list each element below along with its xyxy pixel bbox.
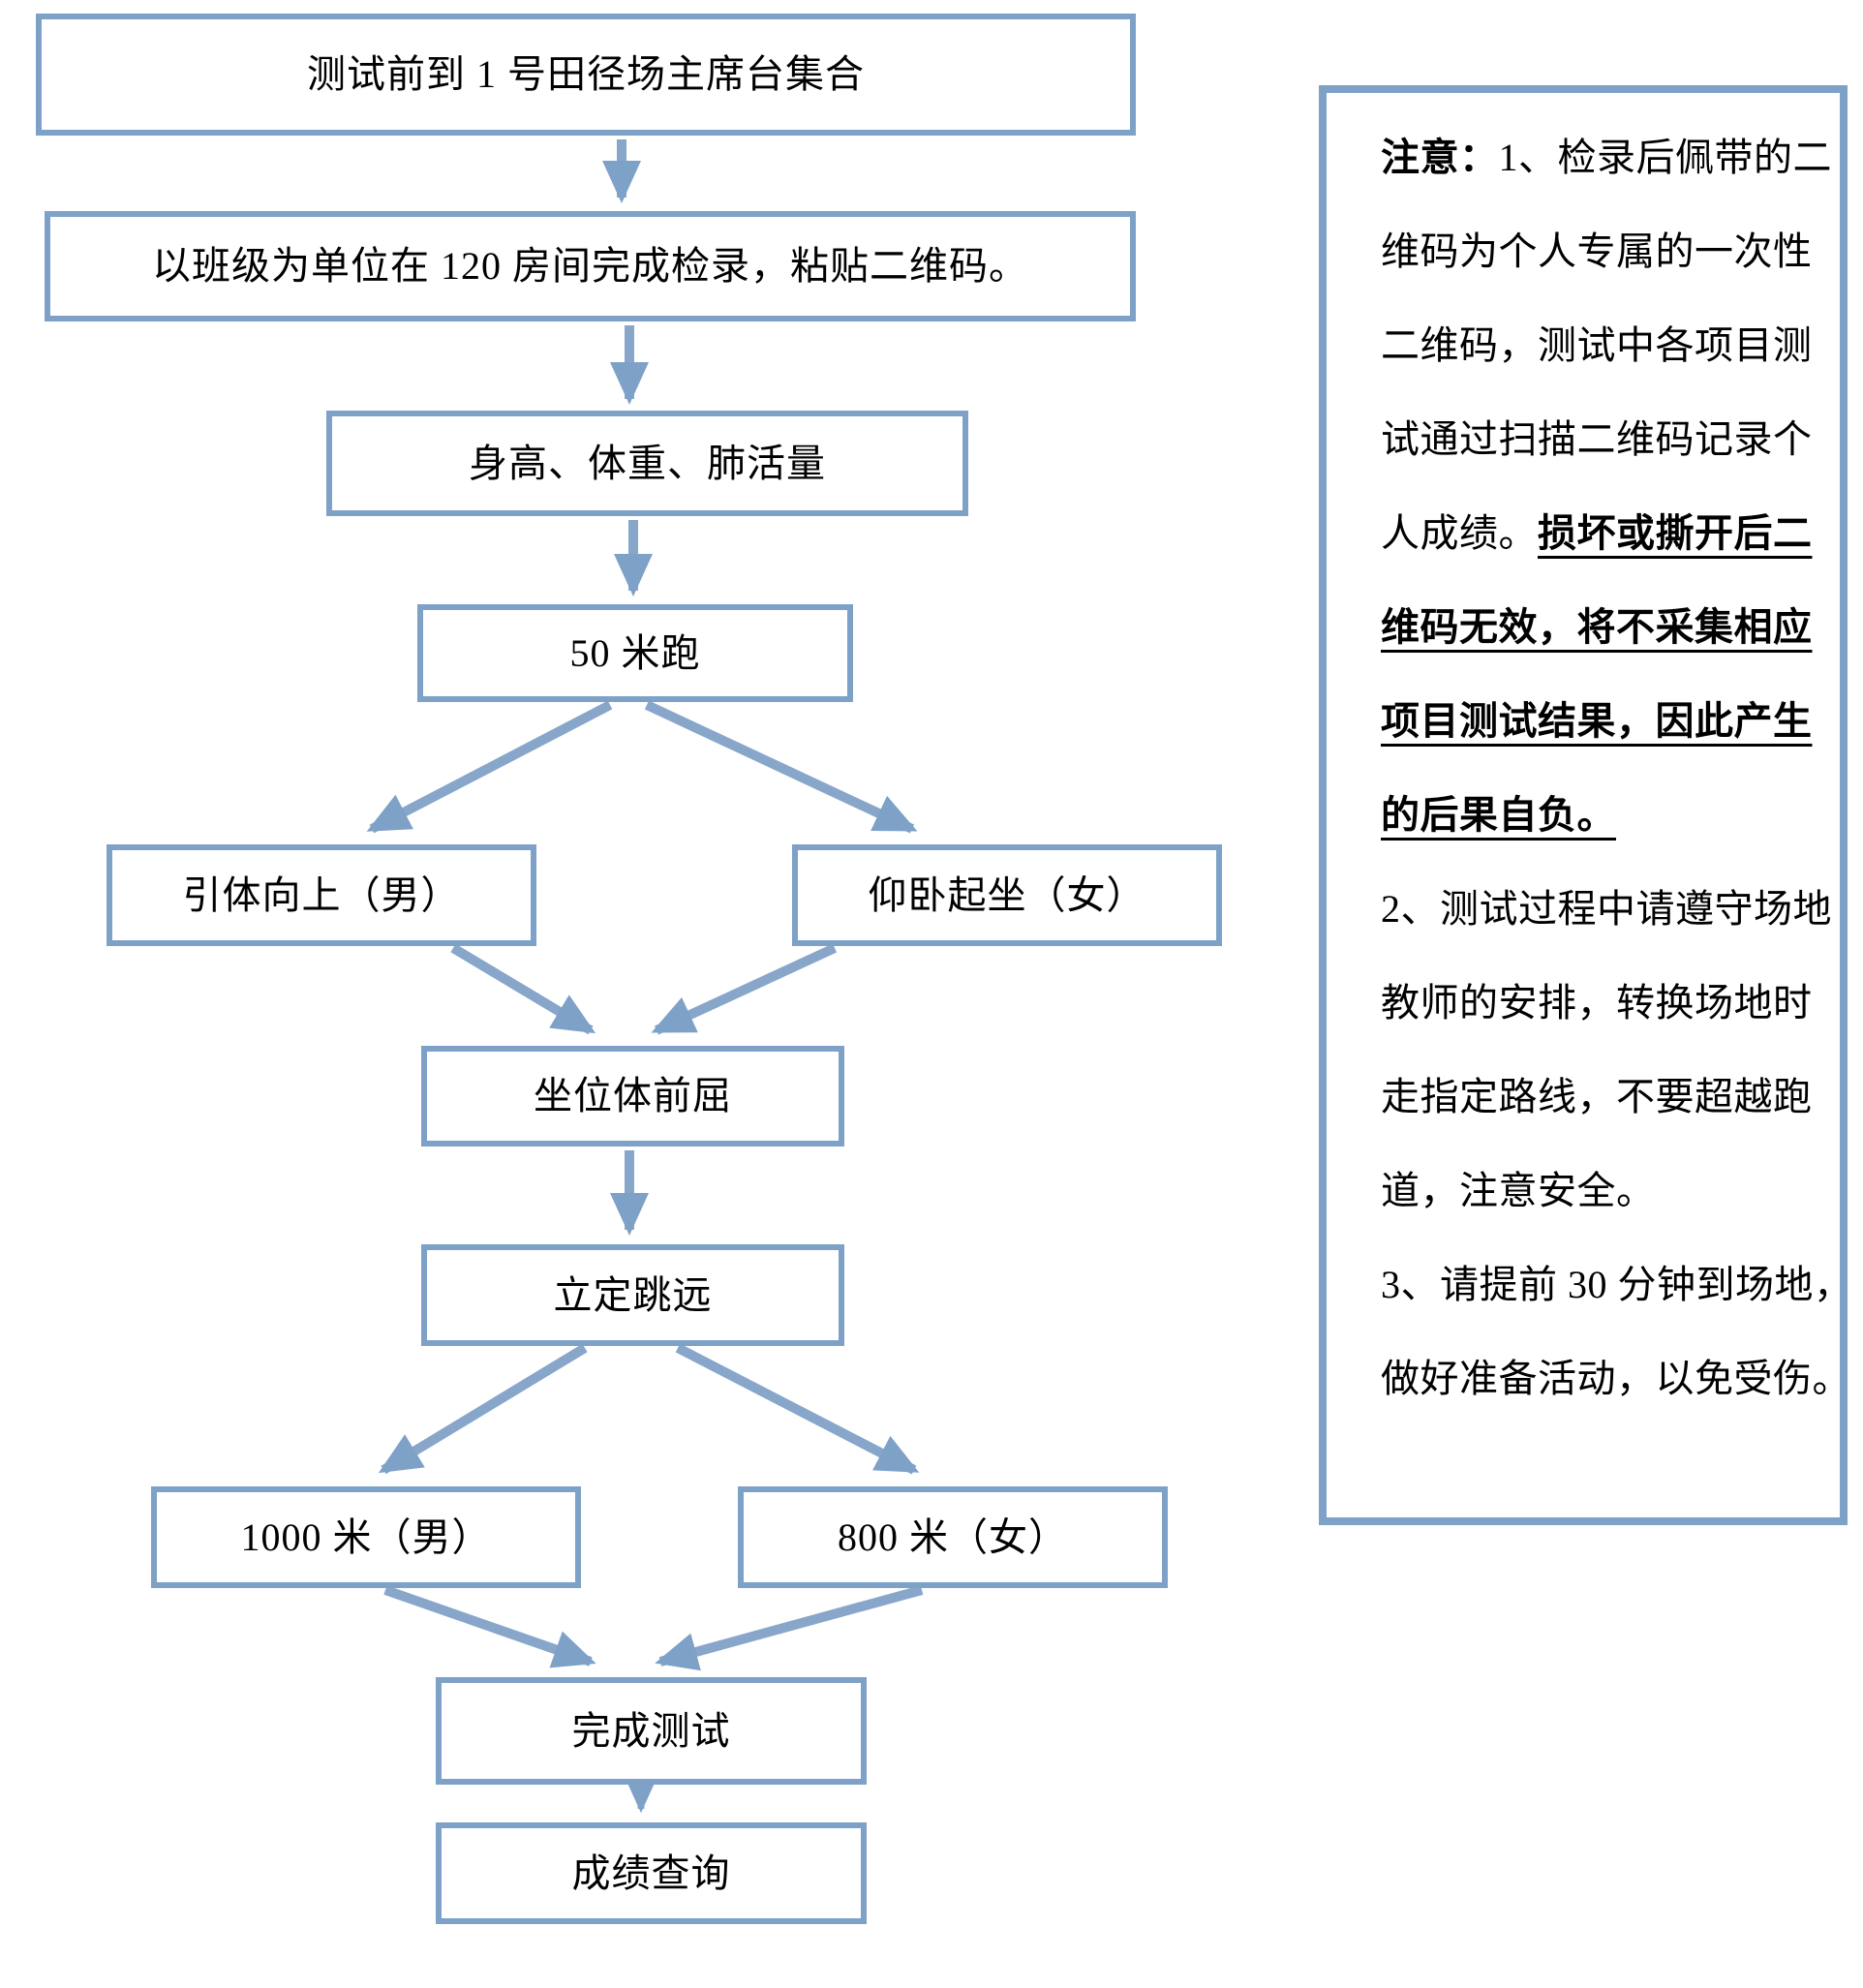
note-line: 2、测试过程中请遵守场地 <box>1381 862 1832 956</box>
flow-node-label: 引体向上（男） <box>182 872 461 917</box>
note-segment: 3、请提前 30 分钟到场地， <box>1381 1263 1853 1306</box>
note-line: 维码无效，将不采集相应 <box>1381 580 1822 674</box>
note-segment: 2、测试过程中请遵守场地 <box>1381 887 1832 931</box>
flow-node-label: 测试前到 1 号田径场主席台集合 <box>307 52 865 96</box>
note-line: 做好准备活动，以免受伤。 <box>1381 1331 1851 1425</box>
note-segment: 注意： <box>1381 136 1499 179</box>
flow-node-assemble: 测试前到 1 号田径场主席台集合 <box>36 14 1136 136</box>
note-segment: 试通过扫描二维码记录个 <box>1381 417 1813 461</box>
notes-panel: 注意：1、检录后佩带的二维码为个人专属的一次性二维码，测试中各项目测试通过扫描二… <box>1319 85 1852 1525</box>
flow-node-label: 完成测试 <box>571 1708 731 1753</box>
note-segment: 1、检录后佩带的二 <box>1498 136 1832 179</box>
note-line: 维码为个人专属的一次性 <box>1381 204 1822 298</box>
flow-node-checkin: 以班级为单位在 120 房间完成检录，粘贴二维码。 <box>45 211 1136 321</box>
note-segment: 走指定路线，不要超越跑 <box>1381 1075 1813 1118</box>
flow-node-label: 坐位体前屈 <box>534 1074 732 1117</box>
note-line: 走指定路线，不要超越跑 <box>1381 1050 1822 1144</box>
flow-node-body-test: 身高、体重、肺活量 <box>326 411 968 516</box>
flow-node-situp: 仰卧起坐（女） <box>792 844 1222 946</box>
flow-node-score: 成绩查询 <box>436 1822 867 1924</box>
note-segment: 做好准备活动，以免受伤。 <box>1381 1357 1851 1400</box>
flow-node-sitreach: 坐位体前屈 <box>421 1046 844 1147</box>
flow-node-pullup: 引体向上（男） <box>107 844 536 946</box>
flow-node-label: 800 米（女） <box>838 1514 1068 1559</box>
flow-node-run1000: 1000 米（男） <box>151 1486 581 1588</box>
flow-node-label: 成绩查询 <box>571 1850 731 1895</box>
note-line: 道，注意安全。 <box>1381 1144 1822 1238</box>
flow-node-finish: 完成测试 <box>436 1677 867 1785</box>
note-segment: 人成绩。 <box>1381 511 1538 555</box>
note-segment: 教师的安排，转换场地时 <box>1381 981 1813 1025</box>
note-line: 二维码，测试中各项目测 <box>1381 298 1822 392</box>
note-line: 试通过扫描二维码记录个 <box>1381 392 1822 486</box>
flow-node-label: 1000 米（男） <box>240 1514 492 1559</box>
flow-node-label: 仰卧起坐（女） <box>868 872 1146 917</box>
note-segment: 维码为个人专属的一次性 <box>1381 229 1813 273</box>
note-line: 人成绩。损坏或撕开后二 <box>1381 486 1822 580</box>
flow-node-run50: 50 米跑 <box>417 604 853 702</box>
note-segment: 损坏或撕开后二 <box>1538 511 1813 555</box>
note-segment: 维码无效，将不采集相应 <box>1381 605 1813 649</box>
note-segment: 道，注意安全。 <box>1381 1169 1656 1212</box>
flow-node-label: 50 米跑 <box>569 630 701 675</box>
flow-node-label: 以班级为单位在 120 房间完成检录，粘贴二维码。 <box>152 244 1028 288</box>
notes-text: 注意：1、检录后佩带的二维码为个人专属的一次性二维码，测试中各项目测试通过扫描二… <box>1381 110 1852 1425</box>
note-line: 教师的安排，转换场地时 <box>1381 956 1822 1050</box>
flow-node-longjump: 立定跳远 <box>421 1244 844 1346</box>
note-line: 项目测试结果，因此产生 <box>1381 674 1822 768</box>
flow-node-label: 身高、体重、肺活量 <box>469 441 826 485</box>
note-line: 注意：1、检录后佩带的二 <box>1381 110 1832 204</box>
note-segment: 项目测试结果，因此产生 <box>1381 699 1813 743</box>
note-segment: 二维码，测试中各项目测 <box>1381 323 1813 367</box>
note-line: 3、请提前 30 分钟到场地， <box>1381 1238 1852 1331</box>
flow-node-label: 立定跳远 <box>553 1272 713 1317</box>
flow-node-run800: 800 米（女） <box>738 1486 1168 1588</box>
note-line: 的后果自负。 <box>1381 768 1822 862</box>
note-segment: 的后果自负。 <box>1381 793 1616 837</box>
